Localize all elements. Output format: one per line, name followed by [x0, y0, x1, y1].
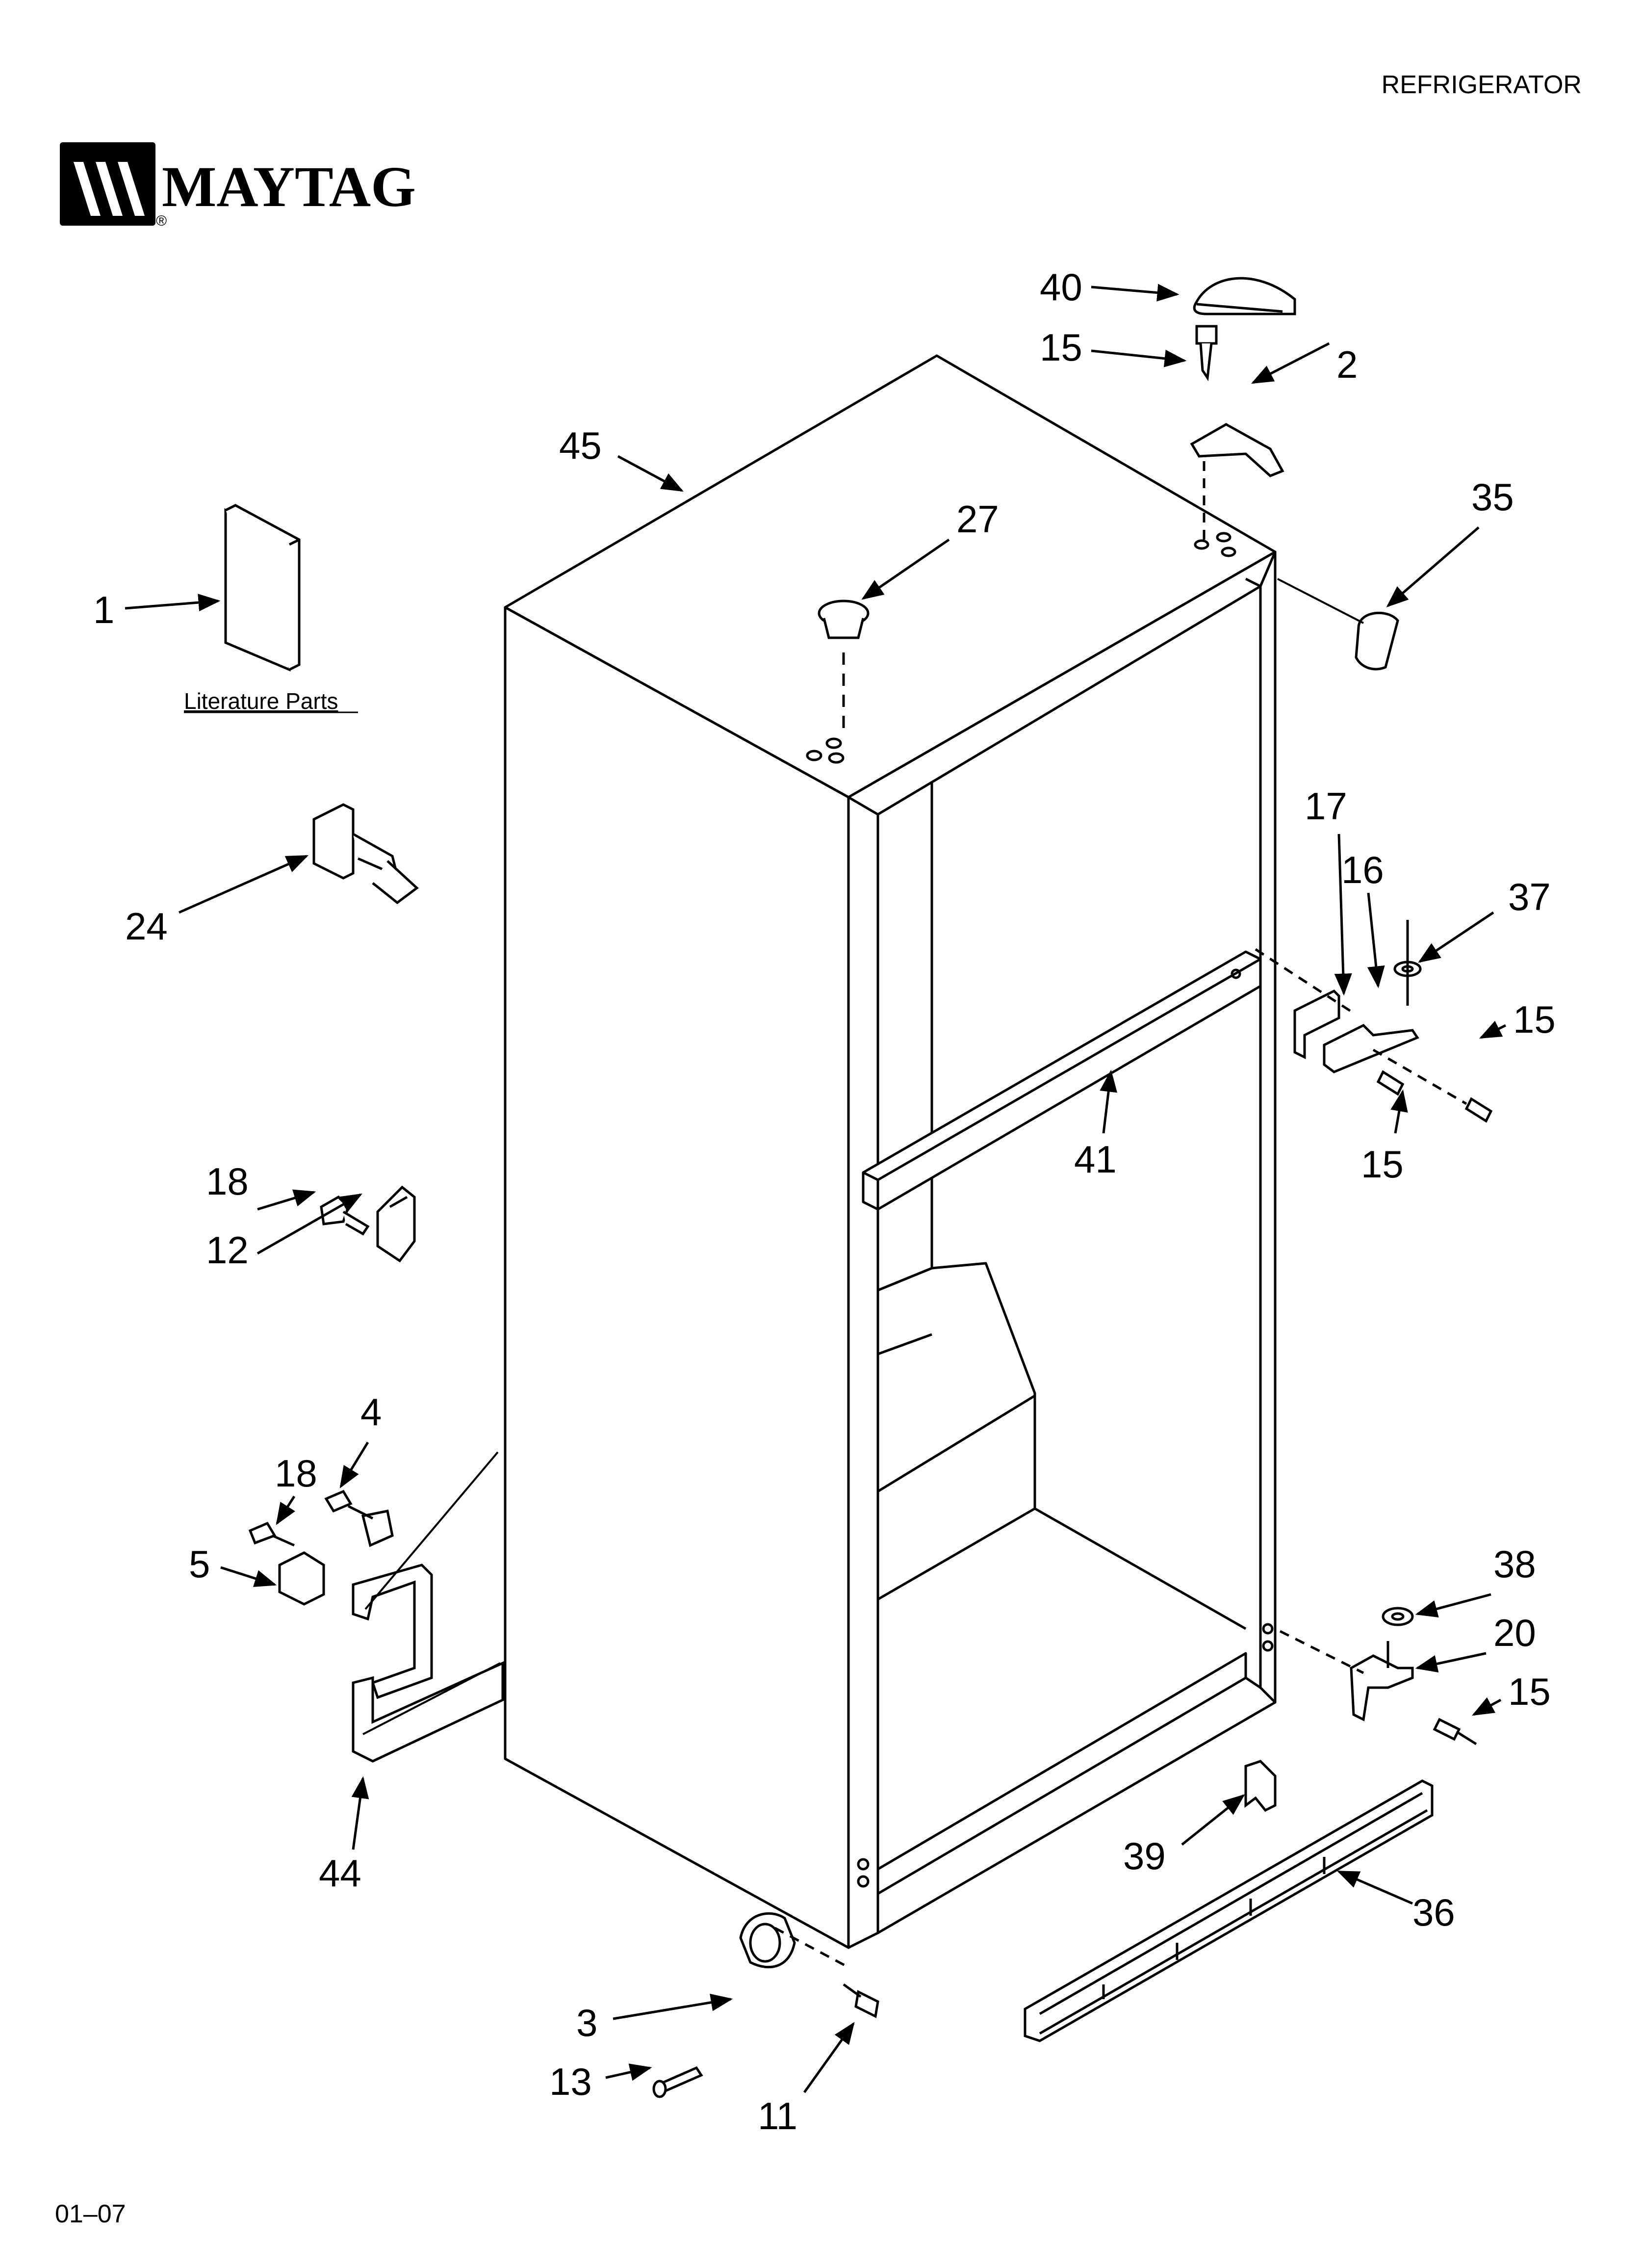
footer-code: 01–07 — [55, 2200, 126, 2228]
grille-clip — [1244, 1760, 1277, 1812]
door-handle — [352, 1451, 504, 1763]
callout-2: 2 — [1336, 343, 1358, 386]
callout-44: 44 — [319, 1851, 361, 1895]
callout-24: 24 — [125, 905, 168, 948]
callout-11: 11 — [758, 2094, 797, 2138]
callout-12: 12 — [206, 1228, 249, 1272]
center-hinge-washer — [1393, 920, 1422, 1006]
leader-lines — [125, 284, 1507, 2093]
hinge-screw-top — [1195, 325, 1218, 382]
screw-18-lower — [248, 1521, 295, 1547]
callout-13: 13 — [549, 2060, 592, 2103]
front-roller — [739, 1912, 849, 1969]
callout-15-mid: 15 — [1361, 1143, 1404, 1186]
callout-39: 39 — [1123, 1834, 1166, 1877]
callout-18-upper: 18 — [206, 1160, 249, 1203]
callout-numbers: 40 15 2 45 27 35 1 24 17 16 37 15 15 41 … — [93, 265, 1556, 2138]
callout-37: 37 — [1508, 875, 1551, 918]
maytag-logo: MAYTAG ® — [60, 142, 416, 229]
callout-40: 40 — [1040, 265, 1082, 309]
center-hinge-bracket — [1255, 948, 1419, 1073]
literature-parts-caption: Literature Parts — [184, 688, 338, 714]
bottom-hinge-screw — [1433, 1718, 1477, 1746]
callout-20: 20 — [1493, 1611, 1536, 1654]
door-stop — [312, 803, 419, 905]
bottom-hinge-washer — [1382, 1607, 1414, 1626]
literature-parts-booklet — [224, 504, 301, 672]
callout-5: 5 — [189, 1542, 210, 1586]
callout-15-lower: 15 — [1508, 1670, 1551, 1713]
callout-4: 4 — [360, 1390, 382, 1434]
callout-35: 35 — [1471, 475, 1514, 519]
brand-wordmark: MAYTAG — [162, 155, 416, 219]
callout-27: 27 — [956, 497, 999, 541]
callout-45: 45 — [559, 424, 602, 467]
hinge-bushing — [1277, 578, 1399, 671]
callout-36: 36 — [1412, 1891, 1455, 1934]
callout-1: 1 — [93, 588, 114, 631]
toe-grille — [1024, 1779, 1434, 2042]
handle-bracket-upper — [376, 1185, 416, 1263]
bottom-hinge — [1279, 1630, 1414, 1721]
callout-41: 41 — [1074, 1138, 1117, 1181]
callout-3: 3 — [576, 2001, 597, 2044]
top-hinge — [1190, 423, 1284, 545]
callout-38: 38 — [1493, 1542, 1536, 1586]
callout-15-right: 15 — [1513, 998, 1556, 1041]
doc-type-label: REFRIGERATOR — [1382, 71, 1582, 99]
handle-mount-clip — [278, 1510, 394, 1606]
roller-pin — [652, 2066, 703, 2098]
refrigerator-cabinet — [504, 354, 1277, 1949]
callout-15-top: 15 — [1040, 326, 1082, 369]
top-hole-cap — [818, 600, 870, 736]
hinge-cover — [1193, 277, 1296, 315]
screw-4 — [324, 1489, 374, 1520]
callout-16: 16 — [1341, 848, 1384, 891]
callout-18-lower: 18 — [275, 1452, 317, 1495]
callout-17: 17 — [1305, 784, 1347, 828]
registered-mark: ® — [156, 213, 167, 229]
center-hinge-screws — [1372, 1048, 1493, 1123]
roller-screw — [843, 1983, 879, 2018]
divider-mullion — [862, 950, 1262, 1211]
